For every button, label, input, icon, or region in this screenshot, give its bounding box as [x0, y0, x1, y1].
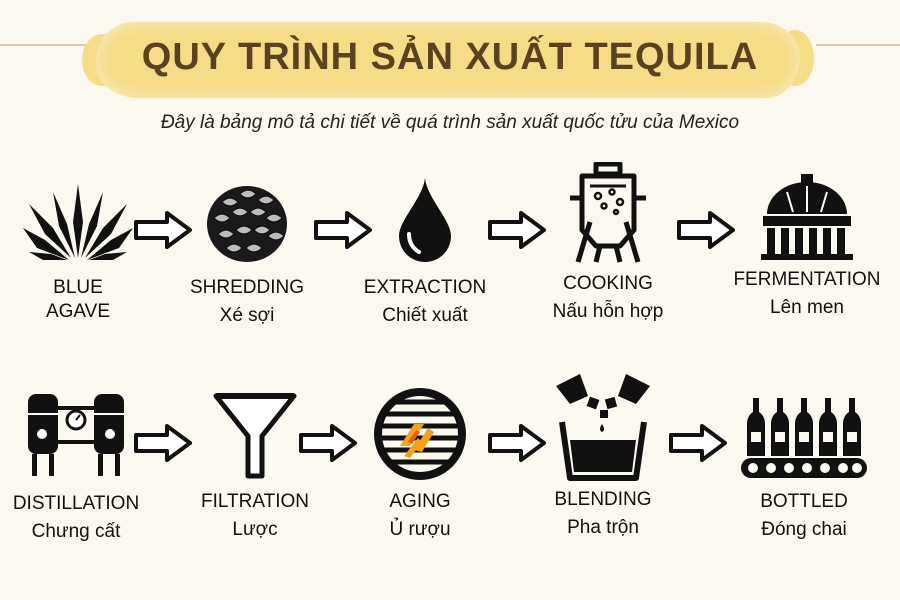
right-arrow-icon [488, 211, 546, 249]
step-cooking: COOKING Nấu hỗn hợp [523, 162, 693, 324]
right-arrow-icon [134, 424, 192, 462]
step-label-vi: Lược [232, 519, 278, 540]
fermentation-tank-icon [761, 174, 853, 260]
pinecone-icon [207, 186, 287, 262]
step-label: AGING [389, 491, 451, 512]
frame-line [0, 44, 90, 46]
droplet-icon [399, 178, 451, 262]
step-label-vi: Nấu hỗn hợp [552, 301, 664, 322]
step-label: FERMENTATION [733, 269, 881, 290]
step-label-line1: BLUE [53, 277, 103, 298]
agave-icon [23, 184, 133, 260]
step-label: EXTRACTION [363, 277, 487, 298]
step-label-vi: Chiết xuất [382, 305, 468, 326]
still-icon [28, 394, 124, 476]
step-aging: AGING Ủ rượu [335, 384, 505, 542]
step-label: BLENDING [554, 489, 652, 510]
step-fermentation: FERMENTATION Lên men [722, 172, 892, 320]
step-label-vi: Xé sợi [219, 305, 275, 326]
bottles-icon [741, 398, 867, 478]
step-label-vi: Đóng chai [761, 519, 847, 540]
step-extraction: EXTRACTION Chiết xuất [340, 176, 510, 328]
funnel-icon [213, 393, 297, 479]
step-label: COOKING [563, 273, 653, 294]
step-blending: BLENDING Pha trộn [518, 368, 688, 540]
step-blue-agave: BLUE AGAVE [0, 182, 163, 324]
step-label: FILTRATION [200, 491, 310, 512]
step-label: SHREDDING [189, 277, 304, 298]
step-shredding: SHREDDING Xé sợi [162, 180, 332, 328]
step-label-vi: Chưng cất [31, 521, 121, 542]
right-arrow-icon [488, 424, 546, 462]
step-label: BOTTLED [760, 491, 848, 512]
step-label-vi: Ủ rượu [389, 519, 451, 540]
title-banner [96, 22, 800, 98]
step-label-vi: Pha trộn [567, 517, 639, 538]
page-subtitle: Đây là bảng mô tả chi tiết về quá trình … [160, 112, 740, 133]
barrel-icon [374, 388, 466, 480]
step-label-line2: AGAVE [45, 301, 111, 322]
page-title: QUY TRÌNH SẢN XUẤT TEQUILA [141, 36, 759, 78]
right-arrow-icon [134, 211, 192, 249]
step-distillation: DISTILLATION Chưng cất [0, 384, 161, 544]
cooking-tank-icon [570, 162, 646, 263]
right-arrow-icon [677, 211, 735, 249]
blending-icon [556, 374, 650, 481]
right-arrow-icon [299, 424, 357, 462]
frame-line [816, 44, 900, 46]
step-label: DISTILLATION [12, 493, 140, 514]
right-arrow-icon [669, 424, 727, 462]
step-bottled: BOTTLED Đóng chai [719, 390, 889, 542]
right-arrow-icon [314, 211, 372, 249]
step-filtration: FILTRATION Lược [170, 390, 340, 542]
step-label-vi: Lên men [770, 297, 844, 318]
